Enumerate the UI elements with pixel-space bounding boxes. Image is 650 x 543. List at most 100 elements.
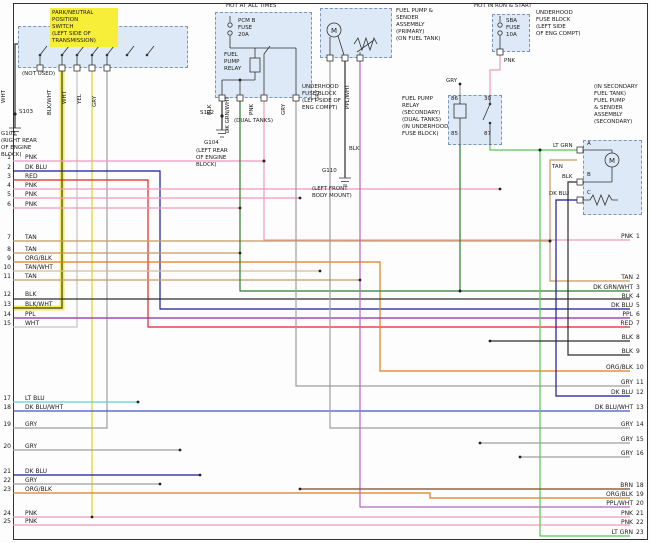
label-line: OF ENGINE <box>196 155 227 161</box>
left-pin-row: 3 RED <box>0 173 38 180</box>
pin-number: 4 <box>636 293 640 300</box>
primary-pump-box <box>320 8 392 58</box>
pin-number: 14 <box>3 311 11 318</box>
label-line: BLOCK) <box>1 152 22 158</box>
label-line: FUSE BLOCK <box>536 17 571 23</box>
pnp-switch-label: PARK/NEUTRAL POSITION SWITCH (LEFT SIDE … <box>50 8 118 47</box>
wire-label-blk-wht: BLK/WHT <box>47 89 53 115</box>
label-line: (IN SECONDARY <box>594 84 638 90</box>
wire-label: GRY <box>620 450 633 457</box>
wire-label: PNK <box>620 519 633 526</box>
terminal-pin-c: C <box>587 190 591 196</box>
wire-label: PPL/WHT <box>606 500 633 507</box>
label-line: PUMP <box>224 59 240 65</box>
wire <box>539 150 630 537</box>
fuse-glyph <box>497 30 503 36</box>
pin-number: 20 <box>636 500 644 507</box>
wire-label: DK BLU/WHT <box>25 404 64 411</box>
wire-label: PNK <box>620 510 633 517</box>
secondary-pump-internals <box>583 149 618 207</box>
fuse-block-internals <box>221 16 297 95</box>
relay-pin-85: 85 <box>451 131 458 137</box>
label-line: (IN UNDERHOOD <box>402 124 449 130</box>
label-line: (RIGHT REAR <box>1 138 37 144</box>
pin-number: 2 <box>7 164 11 171</box>
label-line: RELAY <box>224 66 242 72</box>
secondary-pump-box <box>583 140 642 215</box>
dk-blu-wire-label: DK BLU <box>549 191 570 197</box>
label-line: FUEL PUMP & <box>396 8 433 14</box>
wire-label: RED <box>25 173 38 180</box>
label-line: POSITION <box>52 17 79 23</box>
wire-label: PNK <box>25 182 38 189</box>
label-line: (SECONDARY) <box>594 119 633 125</box>
fuel-pump-relay-label: FUEL PUMP RELAY <box>224 52 241 73</box>
wire-label: ORG/BLK <box>25 255 52 262</box>
wire-label: ORG/BLK <box>606 364 633 371</box>
wire-label: BRN <box>620 482 633 489</box>
left-pin-row: 17 LT BLU <box>0 395 45 402</box>
wire <box>13 492 630 499</box>
secondary-relay-box <box>448 95 502 145</box>
wire-label: PNK <box>25 201 38 208</box>
pin-number: 17 <box>3 395 11 402</box>
junction-dots <box>13 78 552 519</box>
wire-label: GRY <box>620 436 633 443</box>
wire-label: WHT <box>25 320 40 327</box>
pin-number: 18 <box>636 482 644 489</box>
blk-wire-label: BLK <box>562 174 573 180</box>
wire-label: PNK <box>620 233 633 240</box>
wire-label: DK GRN/WHT <box>593 284 633 291</box>
secondary-relay-label: FUEL PUMP RELAY (SECONDARY) (DUAL TANKS)… <box>402 96 448 138</box>
label-line: (PRIMARY) <box>396 29 425 35</box>
wire <box>549 159 630 282</box>
wire-label: DK BLU <box>25 164 48 171</box>
wire <box>555 199 630 397</box>
relay-pin-86: 86 <box>451 96 458 102</box>
fuse-glyph <box>497 22 503 28</box>
pin-number: 12 <box>636 389 644 396</box>
pin-number: 3 <box>7 173 11 180</box>
label-line: 20A <box>238 32 249 38</box>
wire-label: BLK <box>621 334 633 341</box>
label-line: FUSE BLOCK) <box>402 131 439 137</box>
pin-number: 10 <box>636 364 644 371</box>
primary-pump-label: FUEL PUMP & SENDER ASSEMBLY (PRIMARY) (O… <box>396 8 440 43</box>
pin-number: 19 <box>3 421 11 428</box>
pin-number: 11 <box>3 273 11 280</box>
label-line: 10A <box>506 32 517 38</box>
label-line: ASSEMBLY <box>396 22 425 28</box>
label-line: (ON FUEL TANK) <box>396 36 441 42</box>
pin-number: 10 <box>3 264 11 271</box>
wire-label-gry: GRY <box>315 89 321 101</box>
label-line: SBA <box>506 18 518 24</box>
wire-label: LT BLU <box>25 395 45 402</box>
contact-dot <box>488 102 492 106</box>
wire-label-dk-grn-wht: DK GRN/WHT <box>225 96 231 133</box>
ground-symbols <box>9 127 351 186</box>
wire <box>329 61 630 429</box>
relay-coil <box>249 57 261 73</box>
label-line: FUSE BLOCK <box>302 91 337 97</box>
label-line: & SENDER <box>594 105 623 111</box>
pin-number: 15 <box>3 320 11 327</box>
splice-s103: S103 <box>19 109 33 115</box>
ground-g110-location: (LEFT FRONT BODY MOUNT) <box>312 186 352 200</box>
label-line: (LEFT REAR <box>196 148 228 154</box>
pin-number: 18 <box>3 404 11 411</box>
ground-g103-label: G103 <box>1 131 16 137</box>
